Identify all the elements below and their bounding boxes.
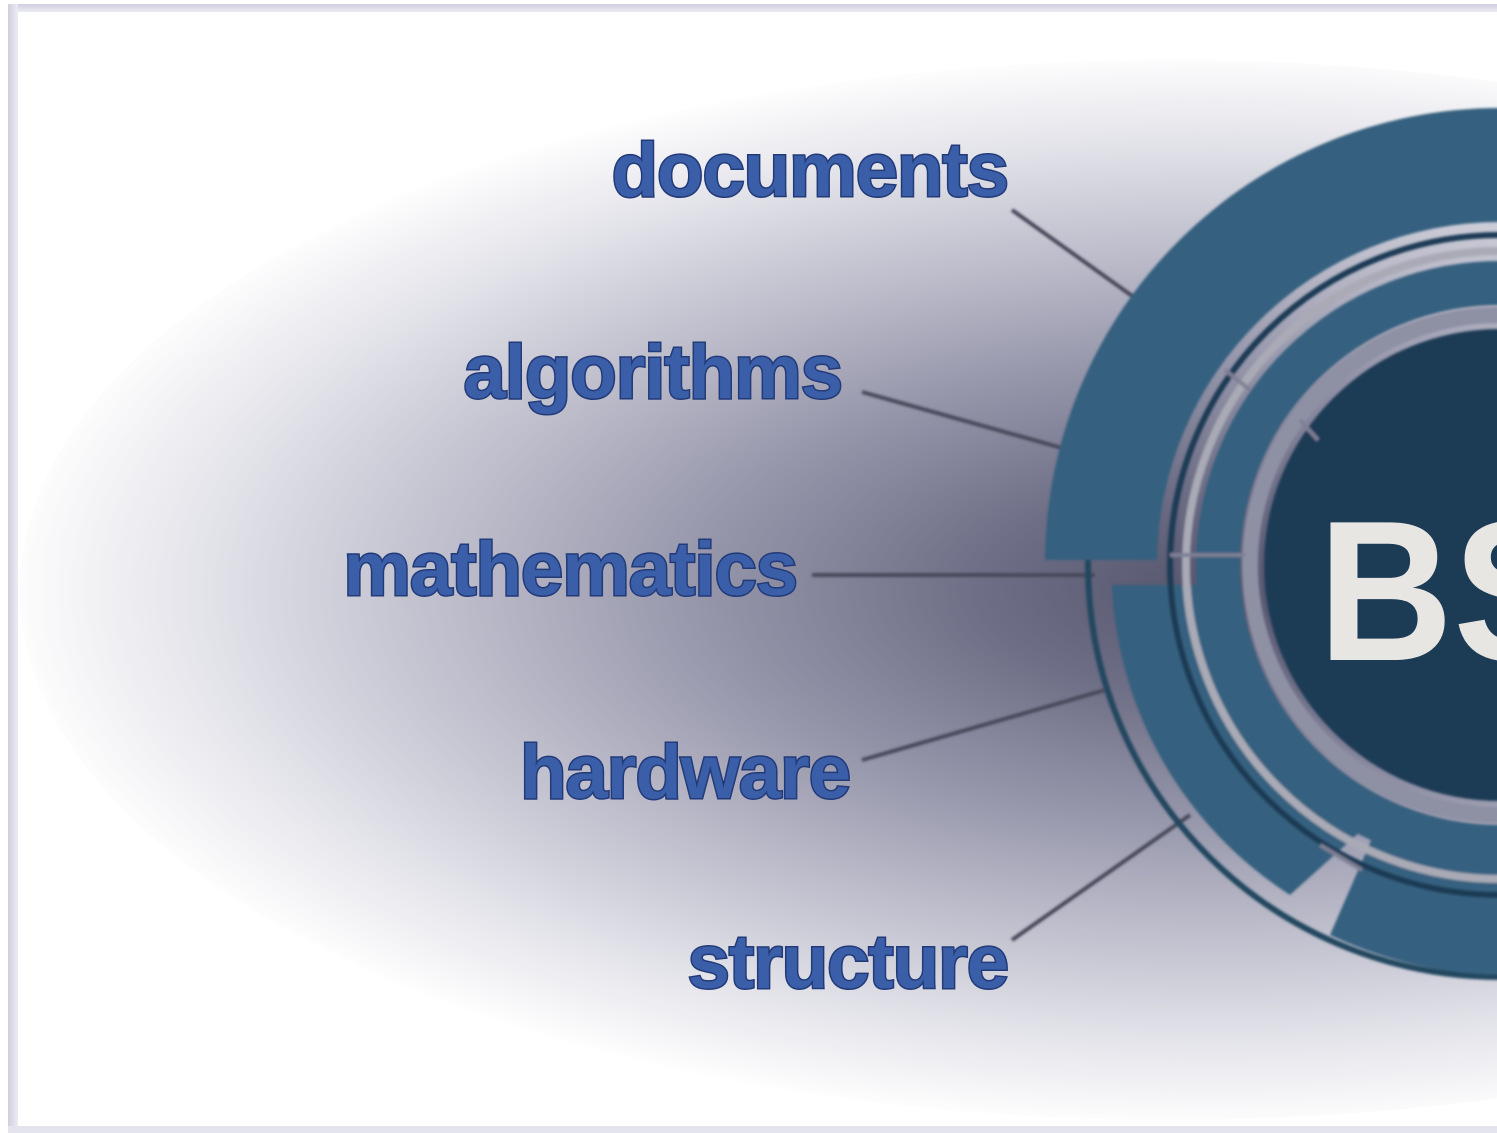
- connector-lines: [812, 208, 1192, 942]
- ring-ticks: [1170, 368, 1364, 872]
- outer-thin-ring: [1085, 150, 1497, 980]
- frame-border-bottom: [8, 1126, 1497, 1133]
- label-hardware: hardware: [520, 730, 850, 815]
- logo-emblem: [1045, 108, 1497, 980]
- label-mathematics: mathematics: [343, 527, 797, 612]
- label-structure: structure: [688, 920, 1008, 1005]
- logo-text: BS: [1318, 480, 1497, 703]
- frame-border-top: [8, 4, 1497, 12]
- connector-algorithms: [861, 390, 1063, 450]
- label-documents: documents: [612, 128, 1008, 213]
- inner-ring-gray: [1182, 247, 1497, 883]
- connector-hardware: [861, 688, 1106, 762]
- outer-arc-upper: [1045, 108, 1497, 560]
- inner-ring-light: [1242, 307, 1497, 823]
- label-algorithms: algorithms: [464, 330, 843, 415]
- connector-documents: [1010, 208, 1137, 300]
- inner-ring-blue: [1196, 261, 1497, 869]
- inner-ring-outer: [1167, 232, 1497, 898]
- connector-structure: [1010, 813, 1192, 942]
- logo-core: [1264, 329, 1497, 801]
- frame-border-left: [8, 4, 18, 1133]
